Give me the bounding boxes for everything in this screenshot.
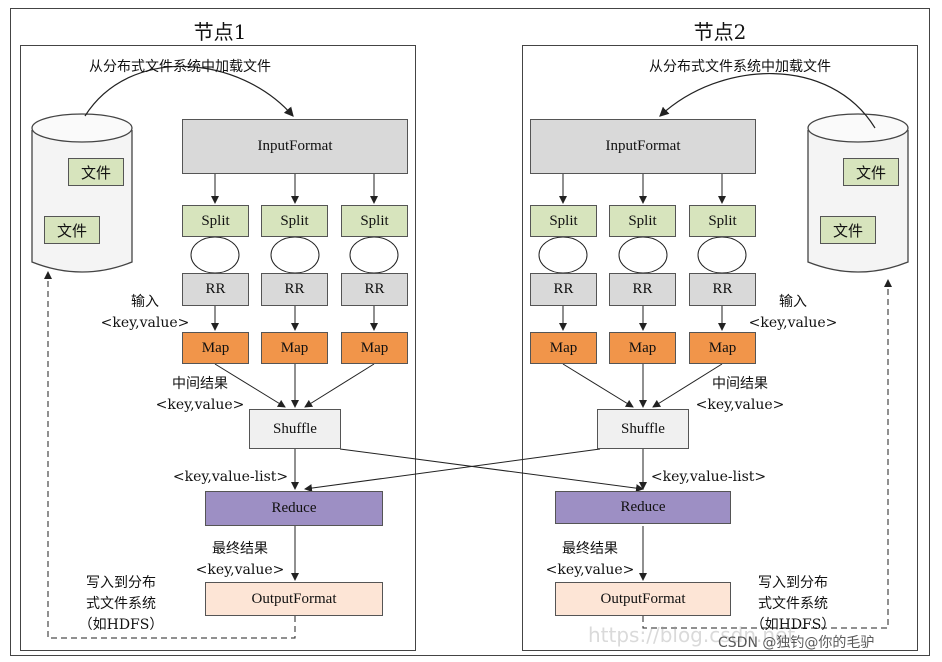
node2-file-2: 文件 (820, 216, 876, 244)
node1-map-2: Map (261, 332, 328, 364)
node1-inputformat: InputFormat (182, 119, 408, 174)
node2-split-1: Split (530, 205, 597, 237)
node1-mid-label-line2: <key,value> (155, 397, 245, 413)
node1-write-label: 写入到分布 式文件系统 （如HDFS） (66, 573, 176, 636)
node2-input-label: 输入 <key,value> (748, 292, 838, 334)
node2-input-label-line2: <key,value> (748, 315, 838, 331)
node1-file-1: 文件 (68, 158, 124, 186)
node2-final-label-line2: <key,value> (545, 562, 635, 578)
node2-mid-label: 中间结果 <key,value> (690, 374, 790, 416)
node2-rr-3: RR (689, 273, 756, 306)
node1-title: 节点1 (193, 20, 247, 44)
node1-rr-2: RR (261, 273, 328, 306)
node2-final-label-line1: 最终结果 (562, 541, 618, 557)
node2-mid-label-line2: <key,value> (695, 397, 785, 413)
node1-split-1: Split (182, 205, 249, 237)
node2-kvlist-label: <key,value-list> (650, 469, 767, 485)
node2-file-1: 文件 (843, 158, 899, 186)
node2-write-label-line2: 式文件系统 (758, 596, 828, 612)
node1-storage-cylinder (31, 113, 133, 273)
node1-file-2: 文件 (44, 216, 100, 244)
node2-rr-1: RR (530, 273, 597, 306)
node2-write-label-line1: 写入到分布 (758, 575, 828, 591)
node2-inputformat: InputFormat (530, 119, 756, 174)
node1-frame (20, 45, 416, 651)
node1-kvlist-label: <key,value-list> (172, 469, 289, 485)
node2-reduce: Reduce (555, 491, 731, 524)
node2-map-3: Map (689, 332, 756, 364)
node1-map-3: Map (341, 332, 408, 364)
node1-mid-label-line1: 中间结果 (172, 376, 228, 392)
node1-write-label-line1: 写入到分布 (86, 575, 156, 591)
node2-shuffle: Shuffle (597, 409, 689, 449)
node1-rr-3: RR (341, 273, 408, 306)
node2-write-label-line3: （如HDFS） (750, 617, 836, 633)
node2-final-label: 最终结果 <key,value> (540, 539, 640, 581)
node2-load-label: 从分布式文件系统中加载文件 (649, 59, 831, 75)
node2-frame (522, 45, 918, 651)
node1-write-label-line2: 式文件系统 (86, 596, 156, 612)
node1-map-1: Map (182, 332, 249, 364)
outer-frame (10, 8, 930, 656)
node1-input-label-line1: 输入 (131, 294, 159, 310)
node1-final-label-line2: <key,value> (195, 562, 285, 578)
node2-map-2: Map (609, 332, 676, 364)
node1-final-label-line1: 最终结果 (212, 541, 268, 557)
node1-final-label: 最终结果 <key,value> (190, 539, 290, 581)
node1-shuffle: Shuffle (249, 409, 341, 449)
node1-write-label-line3: （如HDFS） (78, 617, 164, 633)
node2-mid-label-line1: 中间结果 (712, 376, 768, 392)
node2-storage-cylinder (807, 113, 909, 273)
node1-input-label: 输入 <key,value> (100, 292, 190, 334)
node2-map-1: Map (530, 332, 597, 364)
node1-input-label-line2: <key,value> (100, 315, 190, 331)
node2-title: 节点2 (693, 20, 747, 44)
node1-split-3: Split (341, 205, 408, 237)
node2-rr-2: RR (609, 273, 676, 306)
node1-split-2: Split (261, 205, 328, 237)
node2-split-3: Split (689, 205, 756, 237)
node2-input-label-line1: 输入 (779, 294, 807, 310)
node2-write-label: 写入到分布 式文件系统 （如HDFS） (738, 573, 848, 636)
watermark-csdn: CSDN @独钓@你的毛驴 (718, 635, 875, 651)
node1-outputformat: OutputFormat (205, 582, 383, 616)
node2-outputformat: OutputFormat (555, 582, 731, 616)
watermark-url: https://blog.csdn.net (588, 623, 796, 647)
node1-mid-label: 中间结果 <key,value> (150, 374, 250, 416)
node2-split-2: Split (609, 205, 676, 237)
node1-rr-1: RR (182, 273, 249, 306)
node1-reduce: Reduce (205, 491, 383, 526)
node1-load-label: 从分布式文件系统中加载文件 (89, 59, 271, 75)
